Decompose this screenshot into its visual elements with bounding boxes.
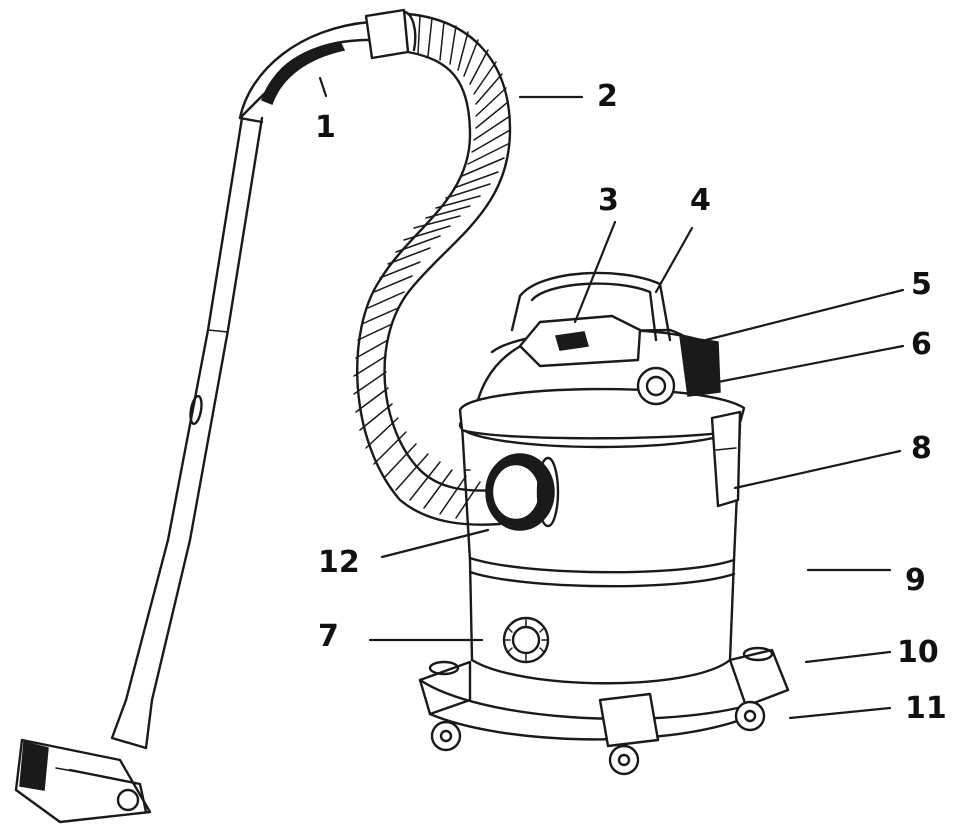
tank-body bbox=[458, 401, 742, 685]
wand-tube bbox=[110, 88, 270, 750]
callout-4: 4 bbox=[690, 183, 711, 218]
caster-base bbox=[418, 646, 790, 748]
callout-1: 1 bbox=[315, 110, 336, 145]
blower-knob bbox=[636, 366, 676, 406]
callout-8: 8 bbox=[911, 431, 932, 466]
callout-5: 5 bbox=[911, 267, 932, 302]
callout-11: 11 bbox=[905, 691, 947, 726]
hose-ribs bbox=[353, 15, 511, 519]
callout-10: 10 bbox=[897, 635, 939, 670]
callout-9: 9 bbox=[905, 563, 926, 598]
caster-wheels bbox=[430, 700, 766, 776]
callout-7: 7 bbox=[318, 619, 339, 654]
leader-lines bbox=[318, 76, 905, 720]
callout-6: 6 bbox=[911, 327, 932, 362]
callout-12: 12 bbox=[318, 545, 360, 580]
callout-3: 3 bbox=[598, 183, 619, 218]
lid-clip bbox=[710, 410, 742, 508]
drain-cap bbox=[502, 616, 550, 664]
flexible-hose bbox=[353, 12, 512, 526]
power-switch bbox=[679, 335, 721, 397]
floor-nozzle bbox=[14, 738, 152, 824]
callout-2: 2 bbox=[597, 79, 618, 114]
hose-inlet bbox=[485, 453, 560, 531]
tank-lid bbox=[458, 314, 746, 440]
handle-grip bbox=[238, 8, 417, 120]
